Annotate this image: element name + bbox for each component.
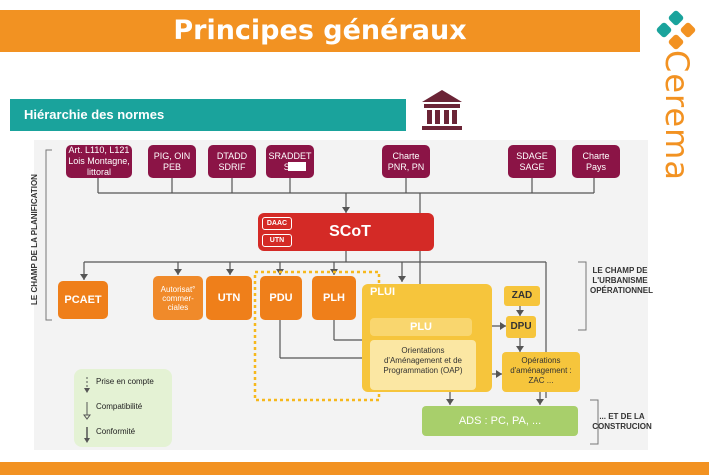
- box-utn: UTN: [206, 276, 252, 320]
- footer-strip: [0, 462, 709, 475]
- norm-charte-pays: Charte Pays: [572, 145, 620, 178]
- operations-box: Opérations d'aménagement : ZAC ...: [502, 352, 580, 392]
- cerema-logo: Cerema: [652, 8, 704, 181]
- scot-label: SCoT: [329, 223, 371, 240]
- norm-art-l110: Art. L110, L121 Lois Montagne, littoral: [66, 145, 132, 178]
- box-plh: PLH: [312, 276, 356, 320]
- label-operationnel: LE CHAMP DE L'URBANISME OPÉRATIONNEL: [590, 266, 653, 295]
- box-pcaet: PCAET: [58, 281, 108, 319]
- dpu-box: DPU: [506, 316, 536, 338]
- plu-box: PLU: [370, 318, 472, 336]
- legend-prise-en-compte: Prise en compte: [96, 377, 154, 386]
- zad-box: ZAD: [504, 286, 540, 306]
- norm-sdage: SDAGE SAGE: [508, 145, 556, 178]
- legend-conformite: Conformité: [96, 427, 136, 436]
- scot-tag-daac: DAAC: [262, 217, 292, 230]
- scot-box: [258, 213, 434, 251]
- norm-charte-pnr: Charte PNR, PN: [382, 145, 430, 178]
- redaction-mark: [288, 162, 306, 171]
- page-title: Principes généraux: [0, 10, 640, 52]
- norm-pig: PIG, OIN PEB: [148, 145, 196, 178]
- legend: Prise en compte Compatibilité Conformité: [74, 369, 172, 447]
- brand-name: Cerema: [658, 50, 696, 181]
- label-construction: ... ET DE LA CONSTRUCION: [592, 412, 652, 431]
- section-banner: Hiérarchie des normes: [10, 99, 406, 131]
- cerema-logo-icon: [656, 10, 696, 50]
- box-pdu: PDU: [260, 276, 302, 320]
- legend-arrows: [83, 377, 91, 443]
- scot-tag-utn: UTN: [262, 234, 292, 247]
- legend-compatibilite: Compatibilité: [96, 402, 143, 411]
- institution-icon: [422, 90, 462, 130]
- norm-dtadd: DTADD SDRIF: [208, 145, 256, 178]
- ads-box: ADS : PC, PA, ...: [422, 406, 578, 436]
- label-planification: LE CHAMP DE LA PLANIFICATION: [30, 174, 39, 306]
- plui-label: PLUI: [370, 286, 396, 298]
- oap-box: Orientations d'Aménagement et de Program…: [370, 340, 476, 390]
- box-autorisat: Autorisat° commer-ciales: [153, 276, 203, 320]
